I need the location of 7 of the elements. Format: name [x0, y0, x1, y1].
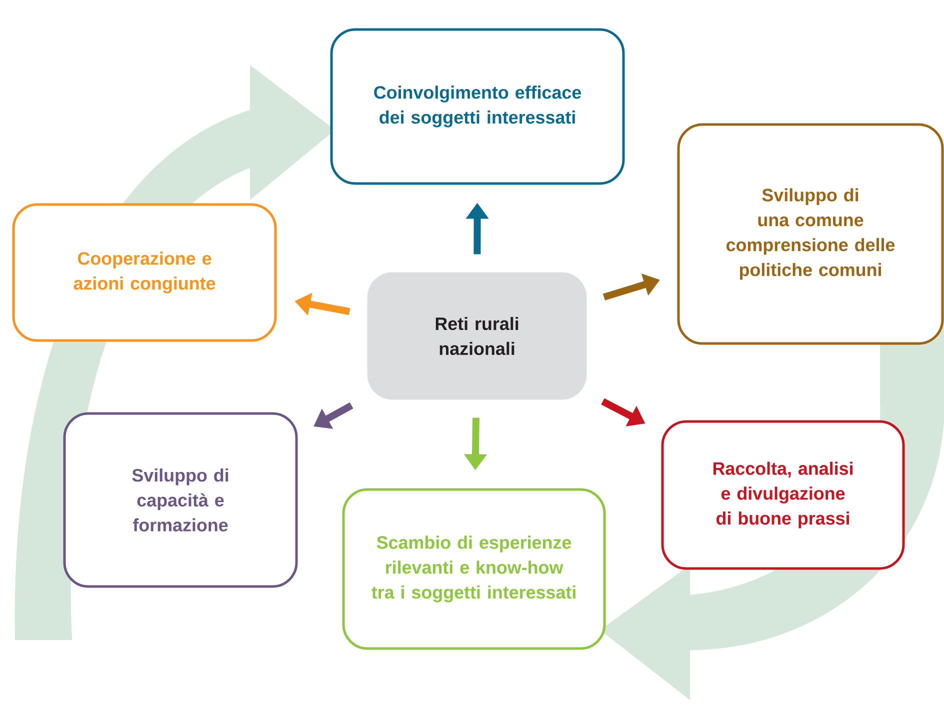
- activity-box: Coinvolgimento efficace dei soggetti interessati: [330, 28, 625, 185]
- activity-box: Cooperazione e azioni congiunte: [12, 203, 277, 342]
- activity-box: Sviluppo di una comune comprensione delle politiche comuni: [677, 123, 944, 345]
- activity-box: Raccolta, analisi e divulgazione di buone prassi: [661, 420, 905, 570]
- activity-box: Scambio di esperienze rilevanti e know-how tra i soggetti interessati: [342, 488, 606, 650]
- activity-box: Sviluppo di capacità e formazione: [63, 412, 298, 588]
- hub-box: Reti rurali nazionali: [367, 272, 587, 400]
